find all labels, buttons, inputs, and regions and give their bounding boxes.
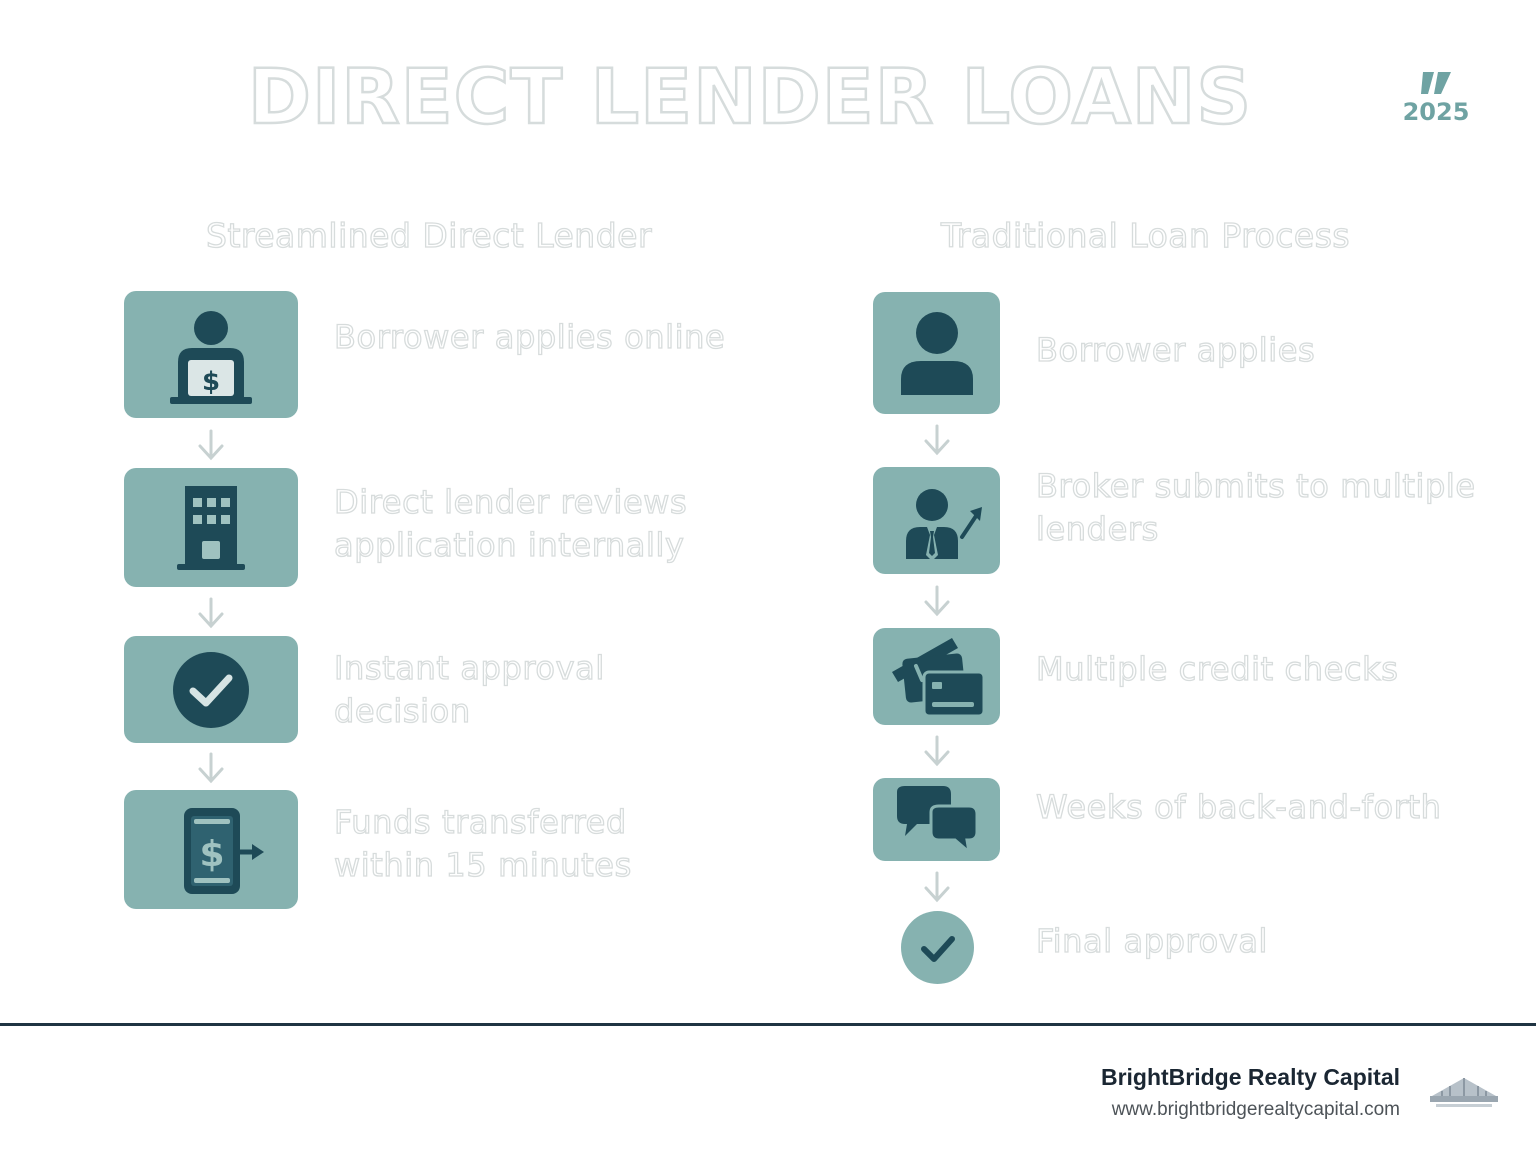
arrow-down-icon	[924, 871, 950, 903]
footer-divider	[0, 1023, 1536, 1026]
brand-url[interactable]: www.brightbridgerealtycapital.com	[1111, 1099, 1400, 1120]
arrow-down-icon	[198, 752, 224, 784]
svg-text:$: $	[199, 834, 224, 875]
left-step-1-text: Borrower applies online	[333, 317, 726, 356]
chat-bubbles-icon	[896, 785, 978, 856]
person-laptop-dollar-icon: $	[170, 310, 252, 404]
page-title: DIRECT LENDER LOANS	[247, 51, 1253, 143]
checkmark-circle-icon	[173, 651, 249, 728]
left-step-2-text: Direct lender reviews application intern…	[333, 482, 688, 564]
left-step-1-tile: $	[124, 291, 298, 418]
right-step-5-tile	[901, 911, 974, 984]
credit-cards-icon	[891, 637, 985, 717]
left-step-2-tile	[124, 468, 298, 587]
building-icon	[177, 485, 245, 570]
right-step-5-text: Final approval	[1035, 921, 1269, 960]
broker-arrow-icon	[905, 488, 982, 561]
arrow-down-icon	[198, 597, 224, 629]
right-step-1-tile	[873, 292, 1000, 414]
arrow-down-icon	[924, 585, 950, 617]
brand-name: BrightBridge Realty Capital	[1100, 1064, 1400, 1090]
left-column-heading: Streamlined Direct Lender	[205, 215, 653, 255]
right-step-4-text: Weeks of back-and-forth	[1035, 787, 1442, 826]
arrow-down-icon	[198, 429, 224, 461]
left-step-4-tile: $	[124, 790, 298, 909]
left-step-4-text: Funds transferred within 15 minutes	[333, 802, 632, 884]
right-column-heading: Traditional Loan Process	[940, 215, 1351, 255]
left-step-3-tile	[124, 636, 298, 743]
person-icon	[900, 312, 973, 395]
right-step-4-tile	[873, 778, 1000, 861]
year-badge: 2025	[1398, 70, 1474, 126]
phone-dollar-transfer-icon: $	[184, 807, 264, 894]
badge-year: 2025	[1402, 98, 1470, 126]
right-step-3-text: Multiple credit checks	[1035, 649, 1399, 688]
checkmark-circle-icon	[920, 935, 955, 962]
right-step-3-tile	[873, 628, 1000, 725]
svg-text:$: $	[202, 367, 220, 397]
arrow-down-icon	[924, 424, 950, 456]
arrow-down-icon	[924, 735, 950, 767]
right-step-2-text: Broker submits to multiple lenders	[1035, 466, 1476, 548]
bridge-logo-icon	[1430, 1078, 1498, 1107]
right-step-1-text: Borrower applies	[1035, 330, 1316, 369]
quote-mark-icon	[1421, 72, 1451, 94]
right-step-2-tile	[873, 467, 1000, 574]
left-step-3-text: Instant approval decision	[333, 648, 605, 730]
